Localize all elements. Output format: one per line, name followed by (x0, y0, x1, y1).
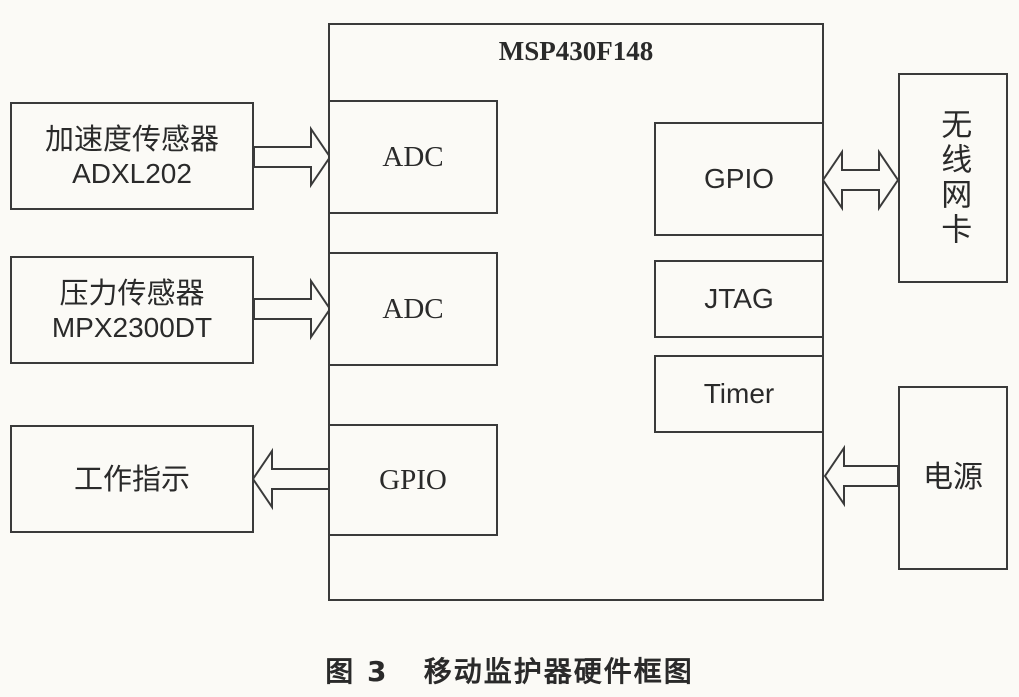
gpio-block-left: GPIO (328, 424, 498, 536)
accelerometer-model: ADXL202 (72, 157, 192, 189)
pressure-sensor-block: 压力传感器 MPX2300DT (10, 256, 254, 364)
status-indicator-label: 工作指示 (73, 461, 190, 496)
gpio-label-left: GPIO (379, 463, 447, 496)
status-indicator-block: 工作指示 (10, 425, 254, 533)
gpio-label-right: GPIO (703, 163, 774, 195)
timer-label: Timer (703, 378, 775, 410)
adc-label-1: ADC (382, 140, 444, 173)
timer-block: Timer (654, 355, 824, 433)
wireless-card-block: 无线网卡 (898, 73, 1008, 283)
gpio-block-right: GPIO (654, 122, 824, 236)
pressure-name: 压力传感器 (59, 276, 205, 311)
adc-block-2: ADC (328, 252, 498, 366)
jtag-label: JTAG (704, 283, 774, 315)
wireless-card-label: 无线网卡 (935, 108, 972, 248)
arrow-power-to-mcu (823, 444, 899, 508)
power-supply-block: 电源 (898, 386, 1008, 570)
adc-label-2: ADC (382, 292, 444, 325)
arrow-gpio-to-status (251, 447, 331, 511)
accelerometer-sensor-block: 加速度传感器 ADXL202 (10, 102, 254, 210)
jtag-block: JTAG (654, 260, 824, 338)
figure-caption: 图 3 移动监护器硬件框图 (325, 655, 694, 688)
mcu-title: MSP430F148 (498, 36, 654, 66)
arrow-gpio-wireless-bidirectional (821, 148, 900, 212)
pressure-model: MPX2300DT (51, 311, 213, 343)
power-supply-label: 电源 (923, 460, 983, 496)
arrow-pressure-to-adc (253, 277, 332, 341)
adc-block-1: ADC (328, 100, 498, 214)
accelerometer-name: 加速度传感器 (44, 122, 219, 157)
arrow-accelerometer-to-adc (253, 125, 332, 189)
